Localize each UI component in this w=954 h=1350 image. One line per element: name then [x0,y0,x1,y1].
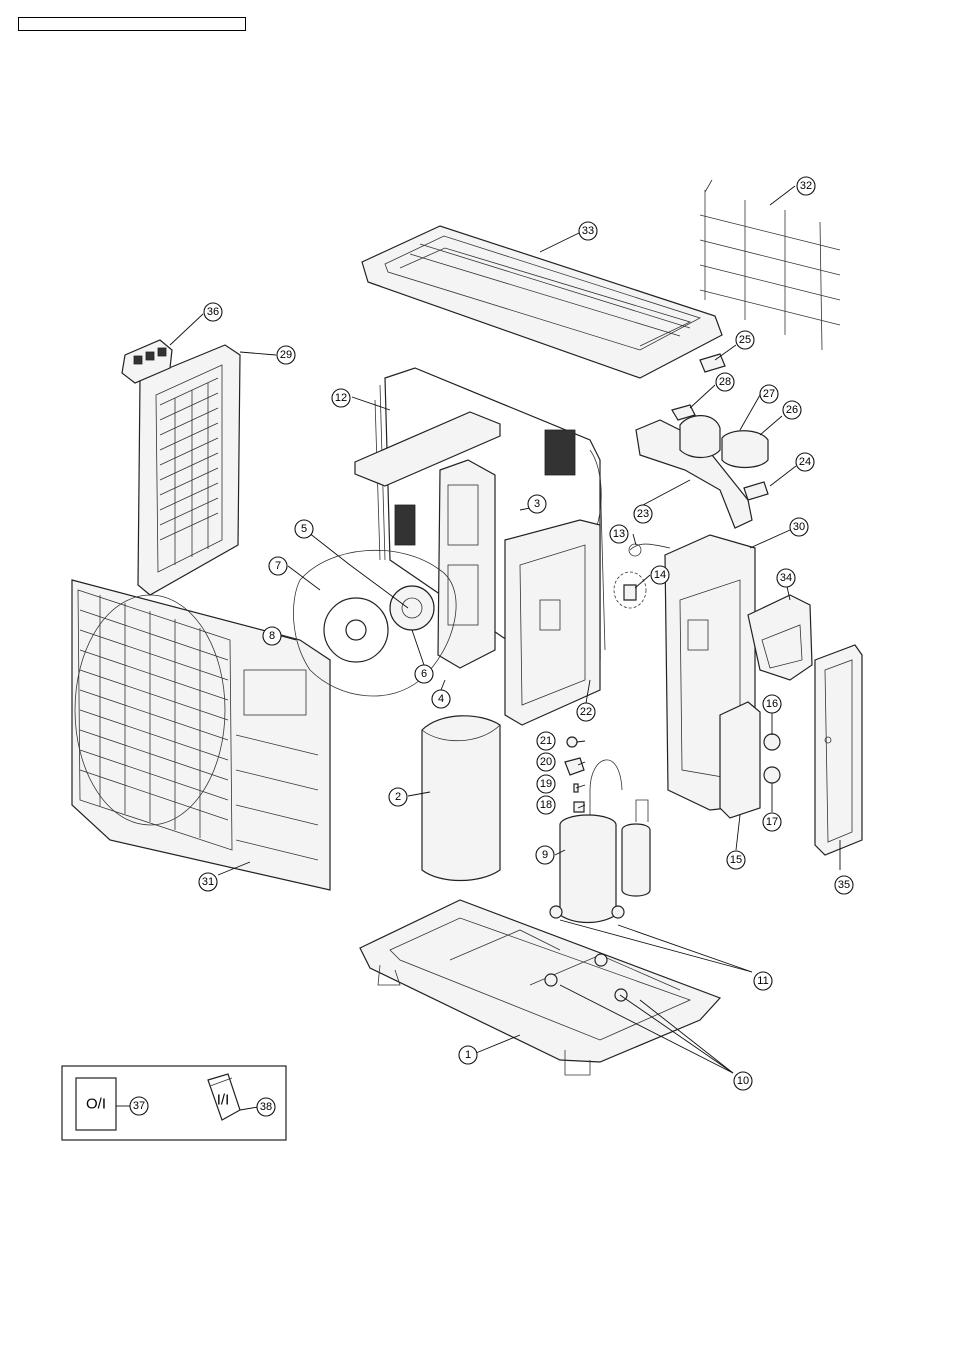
callout-16: 16 [763,695,781,713]
callout-label: 30 [793,521,805,533]
callout-22: 22 [577,703,595,721]
side-panel [122,340,240,595]
callout-label: 6 [421,668,427,680]
callout-label: 10 [737,1075,749,1087]
callout-12: 12 [332,389,350,407]
callout-label: 26 [786,404,798,416]
callout-label: 13 [613,528,625,540]
callout-label: 38 [260,1101,272,1113]
callout-label: 3 [534,498,540,510]
callout-10: 10 [734,1072,752,1090]
terminal-parts [565,737,584,812]
callout-13: 13 [610,525,628,543]
callout-6: 6 [415,665,433,683]
callout-label: 19 [540,778,552,790]
callout-label: 2 [395,791,401,803]
callout-30: 30 [790,518,808,536]
installation-instructions-label: I/I [217,1092,230,1109]
callout-21: 21 [537,732,555,750]
callout-label: 14 [654,569,666,581]
callout-28: 28 [716,373,734,391]
callout-5: 5 [295,520,313,538]
wire-guard [700,180,840,350]
callout-37: 37 [130,1097,148,1115]
valve-plate [720,702,780,818]
callout-label: 16 [766,698,778,710]
callout-7: 7 [269,557,287,575]
callout-14: 14 [651,566,669,584]
callout-label: 21 [540,735,552,747]
partition-plate [505,520,600,725]
callout-label: 12 [335,392,347,404]
callout-label: 23 [637,508,649,520]
callout-label: 36 [207,306,219,318]
callout-27: 27 [760,385,778,403]
callout-36: 36 [204,303,222,321]
callout-label: 34 [780,572,792,584]
callout-33: 33 [579,222,597,240]
top-panel [362,226,722,378]
callout-label: 15 [730,854,742,866]
callout-32: 32 [797,177,815,195]
callout-label: 32 [800,180,812,192]
callout-label: 4 [438,693,444,705]
callout-label: 1 [465,1049,471,1061]
callout-17: 17 [763,813,781,831]
callout-35: 35 [835,876,853,894]
callout-26: 26 [783,401,801,419]
callout-18: 18 [537,796,555,814]
callout-24: 24 [796,453,814,471]
base-pan [360,900,720,1075]
operating-instructions-label: O/I [86,1096,106,1113]
callout-25: 25 [736,331,754,349]
terminal-cover [748,595,812,680]
front-panel [72,580,330,890]
callout-9: 9 [536,846,554,864]
callout-label: 18 [540,799,552,811]
callout-31: 31 [199,873,217,891]
callout-label: 27 [763,388,775,400]
callout-label: 9 [542,849,548,861]
callout-34: 34 [777,569,795,587]
callout-label: 20 [540,756,552,768]
callout-11: 11 [754,972,772,990]
callout-8: 8 [263,627,281,645]
callout-label: 22 [580,706,592,718]
callout-label: 28 [719,376,731,388]
callout-label: 35 [838,879,850,891]
callout-label: 31 [202,876,214,888]
callout-1: 1 [459,1046,477,1064]
callout-label: 5 [301,523,307,535]
callout-label: 8 [269,630,275,642]
callout-29: 29 [277,346,295,364]
callout-label: 29 [280,349,292,361]
corner-panel [815,645,862,855]
noise-insulator [422,716,500,881]
callout-label: 25 [739,334,751,346]
callout-label: 37 [133,1100,145,1112]
motor-bracket [438,460,495,668]
callout-label: 11 [757,975,768,987]
callout-23: 23 [634,505,652,523]
callout-4: 4 [432,690,450,708]
callout-19: 19 [537,775,555,793]
callout-20: 20 [537,753,555,771]
callout-label: 17 [766,816,778,828]
control-bracket [636,354,768,528]
callout-38: 38 [257,1098,275,1116]
callout-label: 33 [582,225,594,237]
callout-label: 7 [275,560,281,572]
callout-label: 24 [799,456,811,468]
callout-2: 2 [389,788,407,806]
callout-15: 15 [727,851,745,869]
callout-3: 3 [528,495,546,513]
